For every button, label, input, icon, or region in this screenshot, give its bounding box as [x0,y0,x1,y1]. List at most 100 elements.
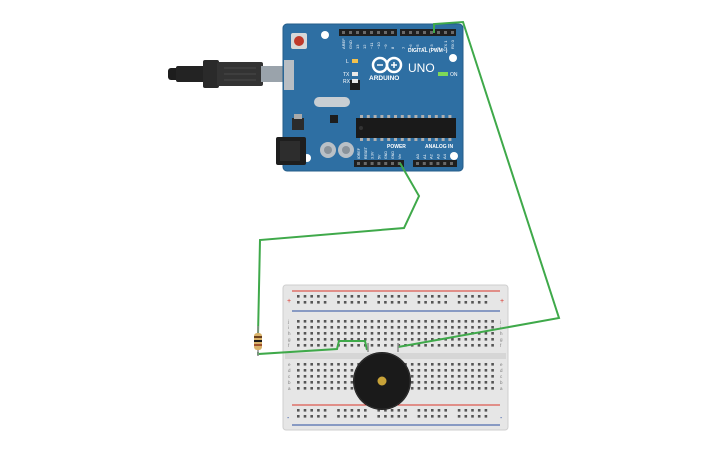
breadboard-hole[interactable] [337,415,340,418]
breadboard-hole[interactable] [303,320,307,323]
breadboard-hole[interactable] [370,320,374,323]
breadboard-hole[interactable] [364,295,367,298]
breadboard-hole[interactable] [317,338,320,341]
breadboard-hole[interactable] [297,326,300,329]
breadboard-hole[interactable] [317,363,320,366]
breadboard-hole[interactable] [337,387,340,390]
breadboard-hole[interactable] [471,415,474,418]
breadboard-hole[interactable] [297,363,300,366]
breadboard-hole[interactable] [424,369,427,372]
header-hole[interactable] [377,162,381,165]
header-hole[interactable] [429,162,433,165]
header-hole[interactable] [384,162,388,165]
breadboard-hole[interactable] [364,415,367,418]
breadboard-hole[interactable] [343,381,347,384]
breadboard-hole[interactable] [417,409,421,412]
breadboard-hole[interactable] [491,320,494,323]
breadboard-hole[interactable] [330,344,334,347]
breadboard-hole[interactable] [343,387,347,390]
breadboard-hole[interactable] [357,415,360,418]
breadboard-hole[interactable] [484,375,488,378]
breadboard-hole[interactable] [404,338,407,341]
breadboard-hole[interactable] [464,344,468,347]
breadboard-hole[interactable] [364,326,367,329]
breadboard-hole[interactable] [404,409,407,412]
breadboard-hole[interactable] [491,381,494,384]
breadboard-hole[interactable] [484,320,488,323]
breadboard-hole[interactable] [370,326,374,329]
breadboard-hole[interactable] [444,295,447,298]
power-header[interactable] [354,160,404,167]
breadboard-hole[interactable] [343,338,347,341]
breadboard-hole[interactable] [297,387,300,390]
breadboard-hole[interactable] [417,387,421,390]
digital-header[interactable] [339,29,456,36]
header-hole[interactable] [437,31,440,34]
breadboard-hole[interactable] [451,381,454,384]
breadboard-hole[interactable] [451,375,454,378]
breadboard-hole[interactable] [444,320,447,323]
breadboard-hole[interactable] [337,332,340,335]
breadboard-hole[interactable] [310,326,313,329]
breadboard-hole[interactable] [431,363,434,366]
analog-header[interactable] [413,160,457,167]
breadboard-hole[interactable] [464,369,468,372]
breadboard-hole[interactable] [431,301,434,304]
breadboard-hole[interactable] [484,369,488,372]
breadboard-hole[interactable] [350,369,354,372]
breadboard-hole[interactable] [404,320,407,323]
breadboard-hole[interactable] [343,369,347,372]
breadboard-hole[interactable] [303,363,307,366]
header-hole[interactable] [391,162,394,165]
breadboard-hole[interactable] [317,375,320,378]
breadboard-hole[interactable] [484,387,488,390]
breadboard-hole[interactable] [457,387,461,390]
breadboard-hole[interactable] [484,344,488,347]
breadboard-hole[interactable] [444,369,447,372]
breadboard-hole[interactable] [484,381,488,384]
breadboard-hole[interactable] [491,363,494,366]
breadboard-hole[interactable] [417,375,421,378]
breadboard-hole[interactable] [337,301,340,304]
wire-pin-to-buzzer[interactable] [397,20,561,348]
breadboard-hole[interactable] [377,409,380,412]
breadboard-hole[interactable] [370,332,374,335]
wire-gnd-to-resistor[interactable] [257,162,421,337]
breadboard-hole[interactable] [471,381,474,384]
breadboard-hole[interactable] [310,363,313,366]
breadboard-hole[interactable] [377,326,380,329]
breadboard-hole[interactable] [323,375,327,378]
breadboard-hole[interactable] [444,409,447,412]
breadboard-hole[interactable] [477,415,481,418]
header-hole[interactable] [416,31,419,34]
breadboard-hole[interactable] [310,332,313,335]
breadboard-hole[interactable] [377,320,380,323]
header-hole[interactable] [342,31,345,34]
breadboard-hole[interactable] [350,363,354,366]
breadboard-hole[interactable] [297,344,300,347]
breadboard-hole[interactable] [350,387,354,390]
breadboard-hole[interactable] [471,344,474,347]
piezo-buzzer[interactable] [353,343,411,410]
breadboard-hole[interactable] [357,332,360,335]
breadboard-hole[interactable] [477,409,481,412]
breadboard-hole[interactable] [477,344,481,347]
usb-cable[interactable] [168,60,285,88]
breadboard-hole[interactable] [323,338,327,341]
breadboard-hole[interactable] [323,409,327,412]
breadboard-hole[interactable] [297,320,300,323]
breadboard-hole[interactable] [364,301,367,304]
breadboard-hole[interactable] [464,338,468,341]
breadboard-hole[interactable] [384,320,387,323]
breadboard-hole[interactable] [477,381,481,384]
header-hole[interactable] [357,162,360,165]
breadboard-hole[interactable] [384,338,387,341]
breadboard-hole[interactable] [310,369,313,372]
breadboard-hole[interactable] [457,344,461,347]
breadboard-hole[interactable] [424,301,427,304]
header-hole[interactable] [422,162,426,165]
breadboard-hole[interactable] [457,415,461,418]
breadboard-hole[interactable] [457,363,461,366]
breadboard-hole[interactable] [410,363,414,366]
